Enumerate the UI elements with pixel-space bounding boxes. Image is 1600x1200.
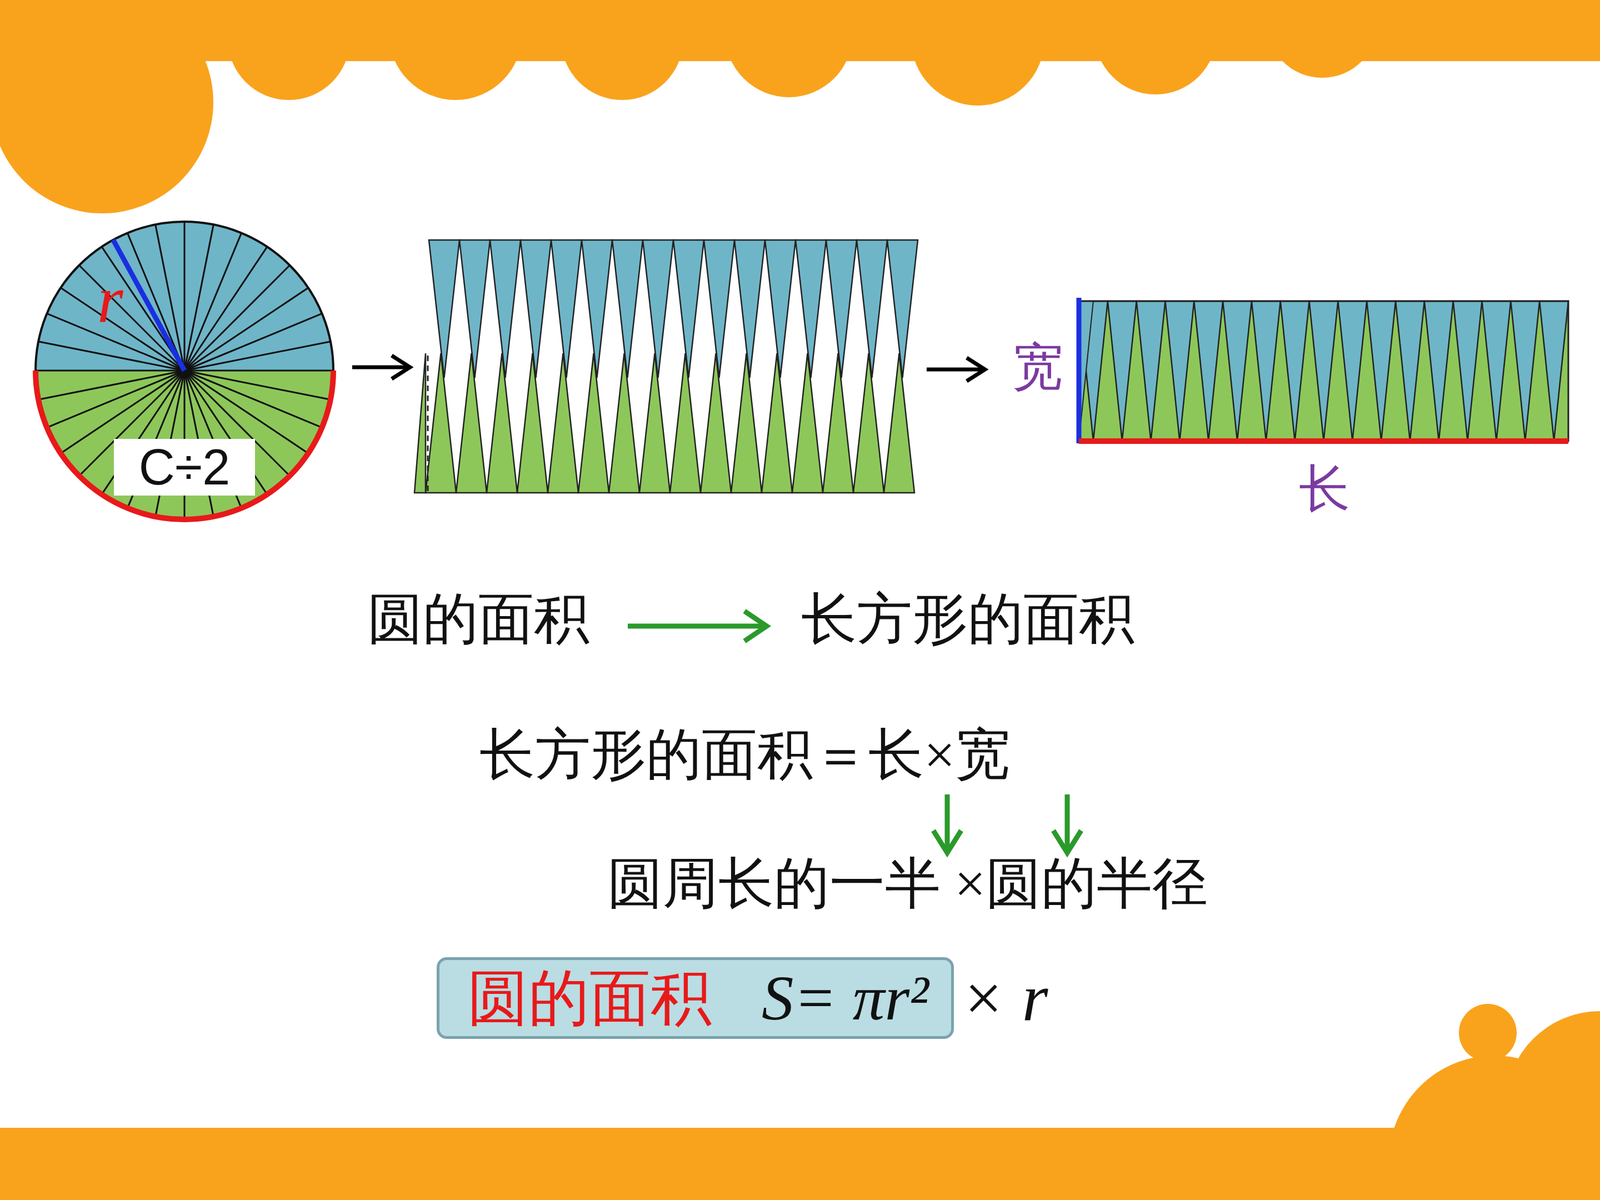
statement-text: 长方形的面积 (801, 591, 1135, 648)
formula-body: S= πr² (761, 966, 929, 1030)
stroke (578, 353, 609, 493)
stroke (1165, 301, 1194, 442)
stroke (887, 240, 918, 378)
stroke (1424, 301, 1454, 442)
rect-ground (1078, 301, 1569, 442)
stroke (428, 240, 460, 378)
radius-label: r (97, 266, 124, 334)
statement-text: 圆的面积 (367, 591, 590, 648)
stroke (822, 353, 854, 493)
label-ground (113, 438, 255, 496)
stroke (1107, 301, 1137, 442)
stroke (184, 370, 334, 372)
stroke (826, 240, 857, 378)
stroke (639, 353, 670, 493)
circle-sectors (35, 221, 334, 520)
stroke (581, 240, 613, 378)
stroke (1539, 301, 1569, 442)
stroke (184, 246, 268, 371)
stroke (1337, 301, 1367, 442)
stroke (1366, 301, 1396, 442)
stroke (1222, 301, 1252, 442)
stroke (1251, 301, 1281, 442)
stroke (490, 240, 521, 378)
stroke (612, 240, 643, 378)
stroke (38, 370, 185, 400)
rect-outline (1078, 301, 1569, 442)
stroke (517, 353, 548, 493)
stroke (184, 265, 290, 371)
stroke (425, 353, 457, 493)
formula-box: 圆的面积 S= πr² (436, 957, 954, 1039)
stroke (427, 355, 429, 492)
stroke (642, 240, 674, 378)
rearranged-sectors (414, 240, 918, 493)
stroke (1510, 301, 1540, 442)
stroke (1193, 301, 1223, 442)
radius-line (113, 240, 185, 371)
circle-outline (35, 221, 334, 520)
stroke (78, 265, 185, 371)
stroke (1395, 301, 1425, 442)
stroke (795, 240, 827, 378)
stroke (551, 240, 582, 378)
stroke (1078, 301, 1108, 442)
stroke (459, 240, 490, 378)
stroke (1453, 301, 1483, 442)
length-line (1078, 438, 1569, 444)
length-label: 长 (1298, 463, 1350, 515)
stroke (700, 353, 732, 493)
lower-half (35, 370, 334, 520)
stroke (856, 240, 888, 378)
stroke (456, 353, 487, 493)
stroke (547, 353, 579, 493)
stroke (1136, 301, 1166, 442)
half-circumference-label: C÷2 (138, 442, 230, 493)
upper-half (35, 221, 334, 371)
stroke (46, 370, 185, 428)
stroke (731, 353, 762, 493)
stroke (703, 240, 735, 378)
half-circumference (35, 370, 334, 520)
stroke (883, 353, 915, 493)
width-label: 宽 (1012, 341, 1064, 393)
formula-heading: 圆的面积 (467, 967, 712, 1029)
stroke (761, 353, 793, 493)
approx-rectangle (1078, 297, 1569, 444)
stroke (520, 240, 552, 378)
stroke (792, 353, 823, 493)
stroke (853, 353, 884, 493)
stroke (1309, 301, 1339, 442)
stroke (486, 353, 518, 493)
width-line (1076, 297, 1082, 444)
stroke (673, 240, 704, 378)
formula-part: × r (960, 965, 1049, 1032)
stroke (765, 240, 796, 378)
arrows (352, 355, 985, 382)
stroke (183, 221, 186, 371)
stroke (734, 240, 765, 378)
stroke (414, 353, 426, 493)
formula-text: 长方形的面积＝长×宽 (479, 727, 1011, 783)
stroke (184, 313, 323, 371)
stroke (184, 341, 331, 371)
stroke (1280, 301, 1310, 442)
formula-text: 圆周长的一半 ×圆的半径 (607, 856, 1208, 912)
stroke (1482, 301, 1512, 442)
stroke (608, 353, 640, 493)
stroke (670, 353, 701, 493)
stroke (35, 370, 185, 372)
